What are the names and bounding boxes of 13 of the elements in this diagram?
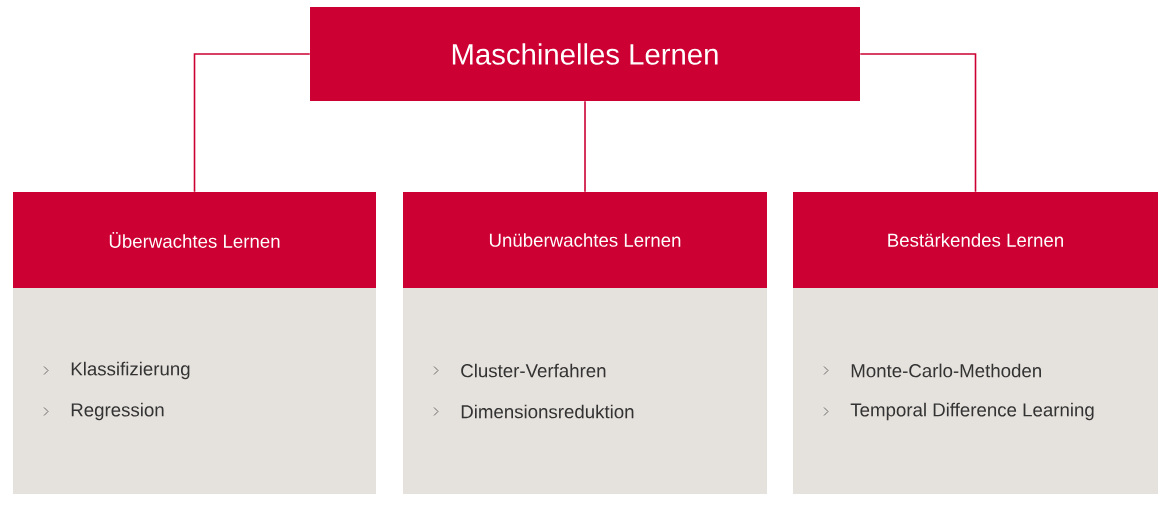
list-item: Dimensionsreduktion	[461, 404, 634, 419]
connector-line	[859, 53, 977, 193]
list-item: Monte-Carlo-Methoden	[851, 363, 1041, 378]
category-box: Überwachtes Lernen	[13, 192, 376, 288]
category-box: Unüberwachtes Lernen	[403, 192, 767, 288]
title-box: Maschinelles Lernen	[310, 7, 860, 101]
list-item: Regression	[71, 402, 164, 421]
category-box: Bestärkendes Lernen	[793, 192, 1158, 288]
list-item: Temporal Difference Learning	[850, 402, 1094, 421]
list-item: Klassifizierung	[71, 361, 190, 380]
connector-line	[193, 53, 311, 193]
connector-line	[584, 100, 586, 193]
list-item: Cluster-Verfahren	[461, 363, 606, 378]
